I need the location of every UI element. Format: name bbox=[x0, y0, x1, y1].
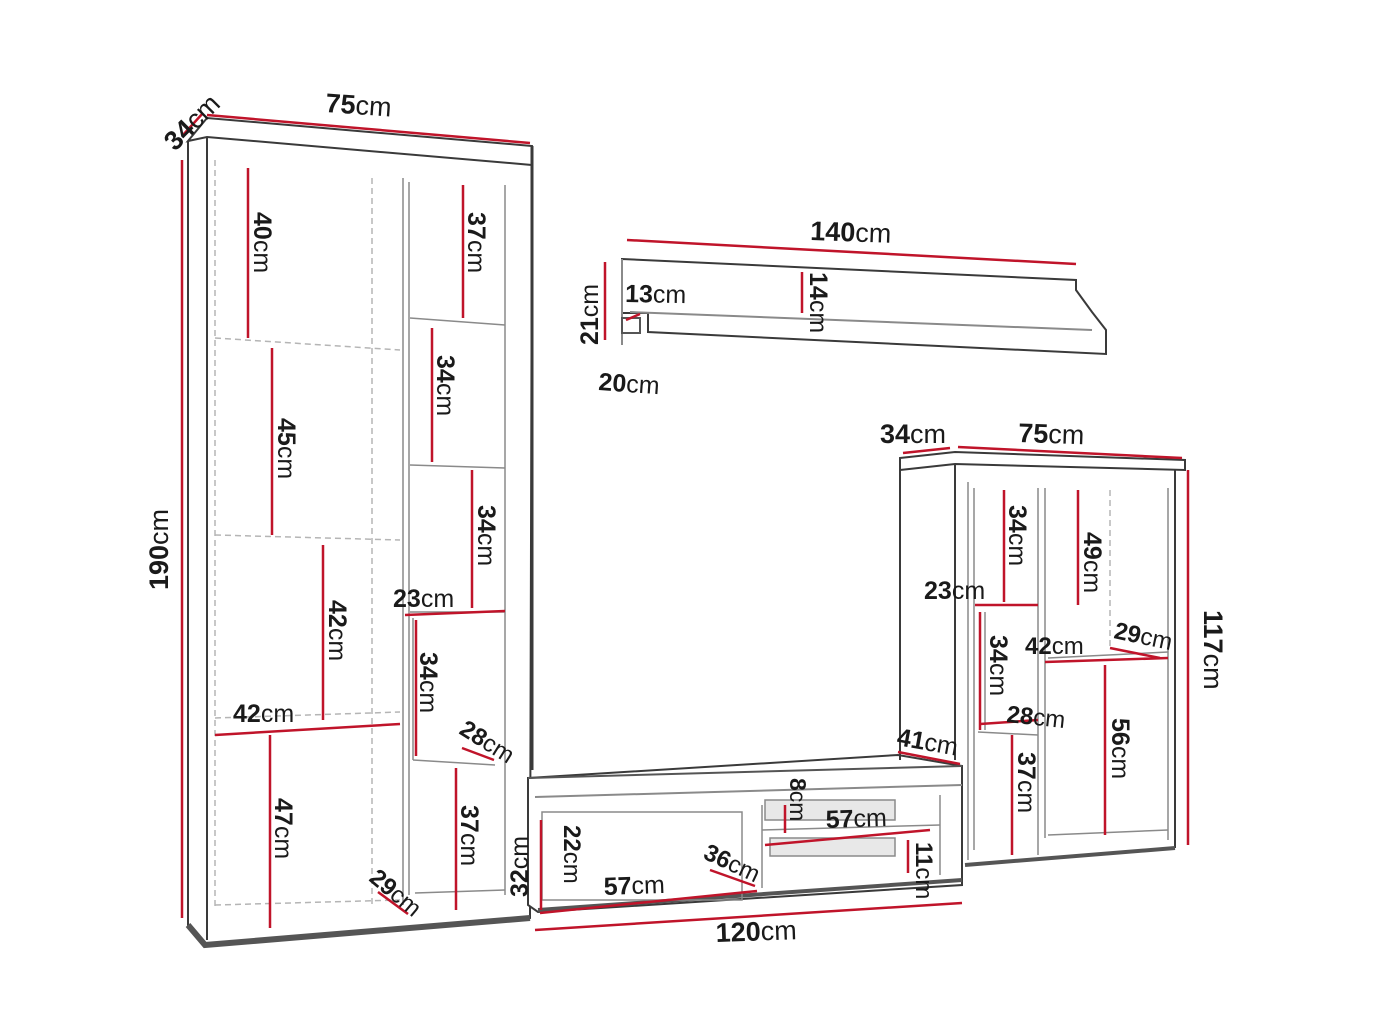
tall-cabinet bbox=[185, 116, 534, 949]
tv-stand-depth-label: 41cm bbox=[895, 723, 960, 761]
low-cabinet-width-label: 75cm bbox=[1018, 418, 1085, 450]
tall-cabinet-width-label-3: 28cm bbox=[455, 715, 519, 769]
low-cabinet-width-label-4: 28cm bbox=[1005, 701, 1066, 734]
wall-shelf-top-height-label: 14cm bbox=[804, 272, 832, 333]
wall-shelf-lower-edge bbox=[629, 311, 1093, 331]
tv-stand-inner-label-4: 8cm bbox=[785, 778, 811, 821]
tall-cabinet-height-label: 190cm bbox=[144, 509, 174, 590]
wall-shelf-top-depth-label: 13cm bbox=[625, 280, 687, 309]
tall-cabinet-width-label-1: 42cm bbox=[233, 700, 294, 728]
low-cabinet-depth-label: 34cm bbox=[880, 419, 946, 449]
tall-cabinet-dashed-lines bbox=[214, 160, 401, 910]
tall-cabinet-plinth bbox=[185, 915, 531, 949]
low-cabinet-width-label-2: 42cm bbox=[1025, 633, 1084, 660]
low-cabinet bbox=[899, 450, 1186, 867]
low-cabinet-compartment-label-4: 37cm bbox=[1012, 752, 1040, 813]
low-cabinet-compartment-label-3: 34cm bbox=[984, 635, 1012, 696]
tv-stand-inner-label-5: 57cm bbox=[825, 804, 887, 834]
tv-stand-width-label: 120cm bbox=[715, 915, 797, 948]
wall-shelf-end bbox=[621, 317, 641, 334]
low-cabinet-compartment-label-2: 49cm bbox=[1078, 532, 1106, 593]
tall-cabinet-compartment-label-3: 42cm bbox=[323, 600, 351, 661]
tv-stand-top-front bbox=[534, 784, 963, 798]
tv-stand-inner-label-1: 22cm bbox=[558, 825, 585, 884]
tall-cabinet-compartment-label-9: 37cm bbox=[455, 805, 483, 866]
tall-cabinet-compartment-label-8: 34cm bbox=[414, 652, 442, 713]
low-cabinet-width-label-1: 23cm bbox=[924, 577, 985, 605]
tv-stand-inner-label-2: 57cm bbox=[603, 871, 665, 901]
tv-stand-compartments bbox=[541, 795, 941, 901]
tv-stand-inner-label-6: 11cm bbox=[910, 842, 937, 899]
tall-cabinet-compartment-label-4: 47cm bbox=[269, 798, 297, 859]
low-cabinet-compartment-label-1: 34cm bbox=[1003, 505, 1031, 566]
tall-cabinet-compartment-label-2: 45cm bbox=[272, 418, 300, 479]
low-cabinet-height-label: 117cm bbox=[1198, 610, 1228, 690]
tv-stand-height-label: 32cm bbox=[506, 836, 534, 897]
tv-stand-top-edge bbox=[527, 765, 963, 779]
tall-cabinet-width-label-2: 23cm bbox=[393, 585, 454, 613]
wall-shelf-body bbox=[621, 257, 1107, 356]
tall-cabinet-compartment-label-7: 34cm bbox=[472, 505, 500, 566]
tall-cabinet-width-label-4: 29cm bbox=[364, 864, 426, 922]
wall-shelf-height-label: 21cm bbox=[576, 284, 604, 345]
wall-shelf bbox=[621, 257, 1107, 356]
tall-cabinet-compartment-label-6: 34cm bbox=[431, 355, 459, 416]
low-cabinet-base bbox=[964, 846, 1176, 867]
low-cabinet-width-label-3: 29cm bbox=[1112, 617, 1175, 656]
tall-cabinet-width-label: 75cm bbox=[325, 88, 393, 123]
tall-cabinet-compartment-label-5: 37cm bbox=[462, 212, 490, 273]
dimension-lines bbox=[180, 112, 1190, 932]
tall-cabinet-compartment-label-1: 40cm bbox=[248, 212, 276, 273]
tv-stand bbox=[527, 753, 963, 914]
low-cabinet-compartment-label-5: 56cm bbox=[1106, 718, 1134, 779]
tall-cabinet-top bbox=[185, 116, 533, 167]
wall-shelf-width-label: 140cm bbox=[810, 216, 892, 249]
wall-shelf-depth-label: 20cm bbox=[598, 368, 661, 400]
low-cabinet-top bbox=[899, 450, 1186, 472]
